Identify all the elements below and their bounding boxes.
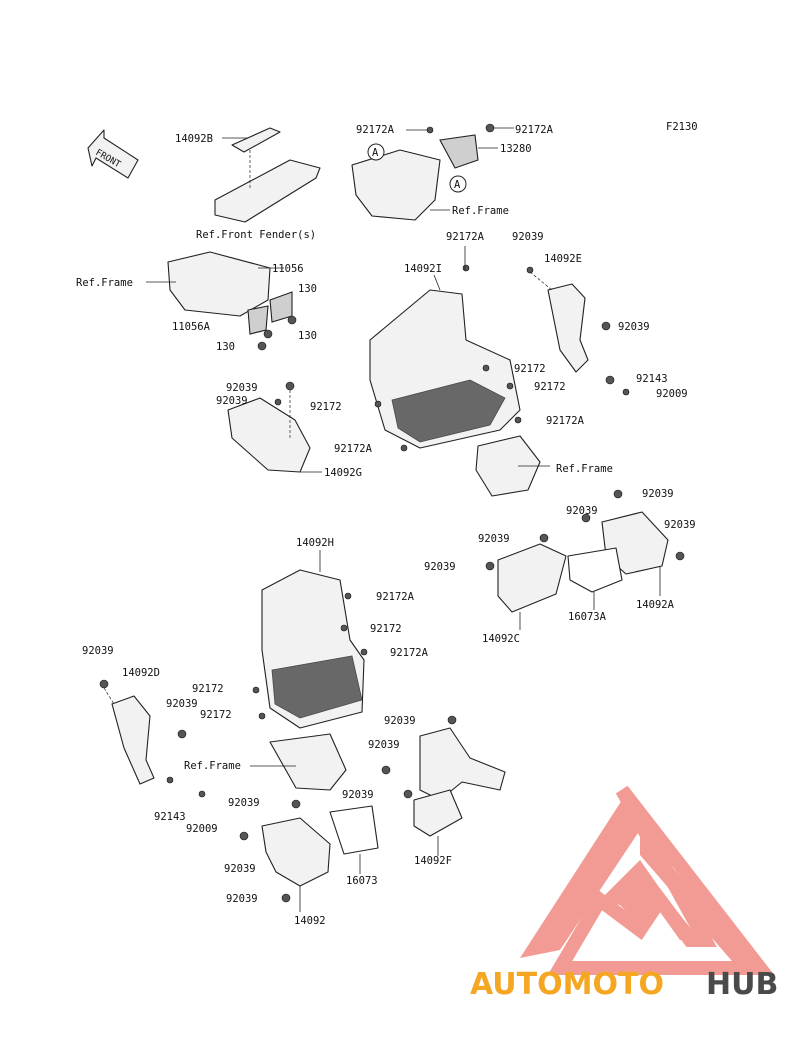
front-direction-arrow: FRONT (87, 129, 139, 179)
label-92172A-6: 92172A (376, 591, 415, 603)
label-13280: 13280 (500, 143, 532, 155)
label-130-3: 130 (216, 341, 235, 353)
label-130-1: 130 (298, 283, 317, 295)
label-ref-front-fender: Ref.Front Fender(s) (196, 229, 316, 241)
part-14092I-footwell (369, 246, 550, 497)
part-labels: 14092B 92172A 92172A 13280 Ref.Frame Ref… (76, 124, 696, 927)
watermark-brand-part2: HUB (706, 967, 778, 1002)
watermark-triangle-left (520, 800, 640, 958)
label-92039-14: 92039 (368, 739, 400, 751)
label-92172A-5: 92172A (334, 443, 373, 455)
label-92172-3: 92172 (310, 401, 342, 413)
label-92039-5: 92039 (216, 395, 248, 407)
label-92039-7: 92039 (566, 505, 598, 517)
label-14092E: 14092E (544, 253, 582, 265)
label-92039-15: 92039 (342, 789, 374, 801)
label-14092I: 14092I (404, 263, 442, 275)
part-14092H-footwell (250, 550, 368, 791)
label-ref-frame-3: Ref.Frame (556, 463, 613, 475)
label-14092C: 14092C (482, 633, 520, 645)
label-92172-2: 92172 (534, 381, 566, 393)
label-92039-11: 92039 (82, 645, 114, 657)
watermark-triangle-inner (600, 860, 700, 940)
label-92039-6: 92039 (642, 488, 674, 500)
part-14092-assembly (239, 799, 379, 912)
label-92172A-4: 92172A (546, 415, 585, 427)
label-14092A: 14092A (636, 599, 675, 611)
label-92143-2: 92143 (154, 811, 186, 823)
label-92039-9: 92039 (478, 533, 510, 545)
part-14092A-assembly (567, 489, 685, 610)
label-14092: 14092 (294, 915, 326, 927)
part-14092D-bracket (99, 679, 206, 798)
label-11056A: 11056A (172, 321, 211, 333)
part-14092G-cover (227, 381, 322, 473)
label-92039-16: 92039 (228, 797, 260, 809)
part-14092E-bracket (526, 266, 630, 396)
label-92039-10: 92039 (424, 561, 456, 573)
label-92172-5: 92172 (192, 683, 224, 695)
label-14092F: 14092F (414, 855, 452, 867)
label-ref-frame-4: Ref.Frame (184, 760, 241, 772)
label-130-2: 130 (298, 330, 317, 342)
label-92172-4: 92172 (370, 623, 402, 635)
part-14092C-assembly (485, 533, 567, 630)
label-92009-2: 92009 (186, 823, 218, 835)
label-16073: 16073 (346, 875, 378, 887)
label-92039-12: 92039 (166, 698, 198, 710)
label-16073A: 16073A (568, 611, 607, 623)
label-14092D: 14092D (122, 667, 160, 679)
watermark-logo (520, 785, 775, 975)
part-13280-assembly: A A (351, 123, 514, 221)
part-11056-assembly (146, 251, 297, 351)
label-92172A-2: 92172A (515, 124, 554, 136)
label-11056: 11056 (272, 263, 304, 275)
callout-a-1: A (372, 147, 379, 159)
label-ref-frame-2: Ref.Frame (76, 277, 133, 289)
label-92009-1: 92009 (656, 388, 688, 400)
watermark-triangle-right (640, 830, 760, 968)
label-92172-1: 92172 (514, 363, 546, 375)
label-92039-17: 92039 (224, 863, 256, 875)
label-92039-13: 92039 (384, 715, 416, 727)
label-92172A-7: 92172A (390, 647, 429, 659)
callout-a-2: A (454, 179, 461, 191)
label-92039-18: 92039 (226, 893, 258, 905)
label-92172-6: 92172 (200, 709, 232, 721)
part-14092F-assembly (381, 715, 506, 856)
label-14092B: 14092B (175, 133, 213, 145)
label-92039-3: 92039 (226, 382, 258, 394)
figure-code: F2130 (666, 121, 698, 133)
label-92143-1: 92143 (636, 373, 668, 385)
watermark-brand-part1: AUTOMOTO (470, 967, 664, 1002)
label-92039-8: 92039 (664, 519, 696, 531)
label-92039-2: 92039 (618, 321, 650, 333)
label-14092G: 14092G (324, 467, 362, 479)
label-92172A-3: 92172A (446, 231, 485, 243)
label-14092H: 14092H (296, 537, 334, 549)
label-92039-1: 92039 (512, 231, 544, 243)
part-14092B-assembly (214, 127, 321, 223)
label-ref-frame-1: Ref.Frame (452, 205, 509, 217)
label-92172A-1: 92172A (356, 124, 395, 136)
